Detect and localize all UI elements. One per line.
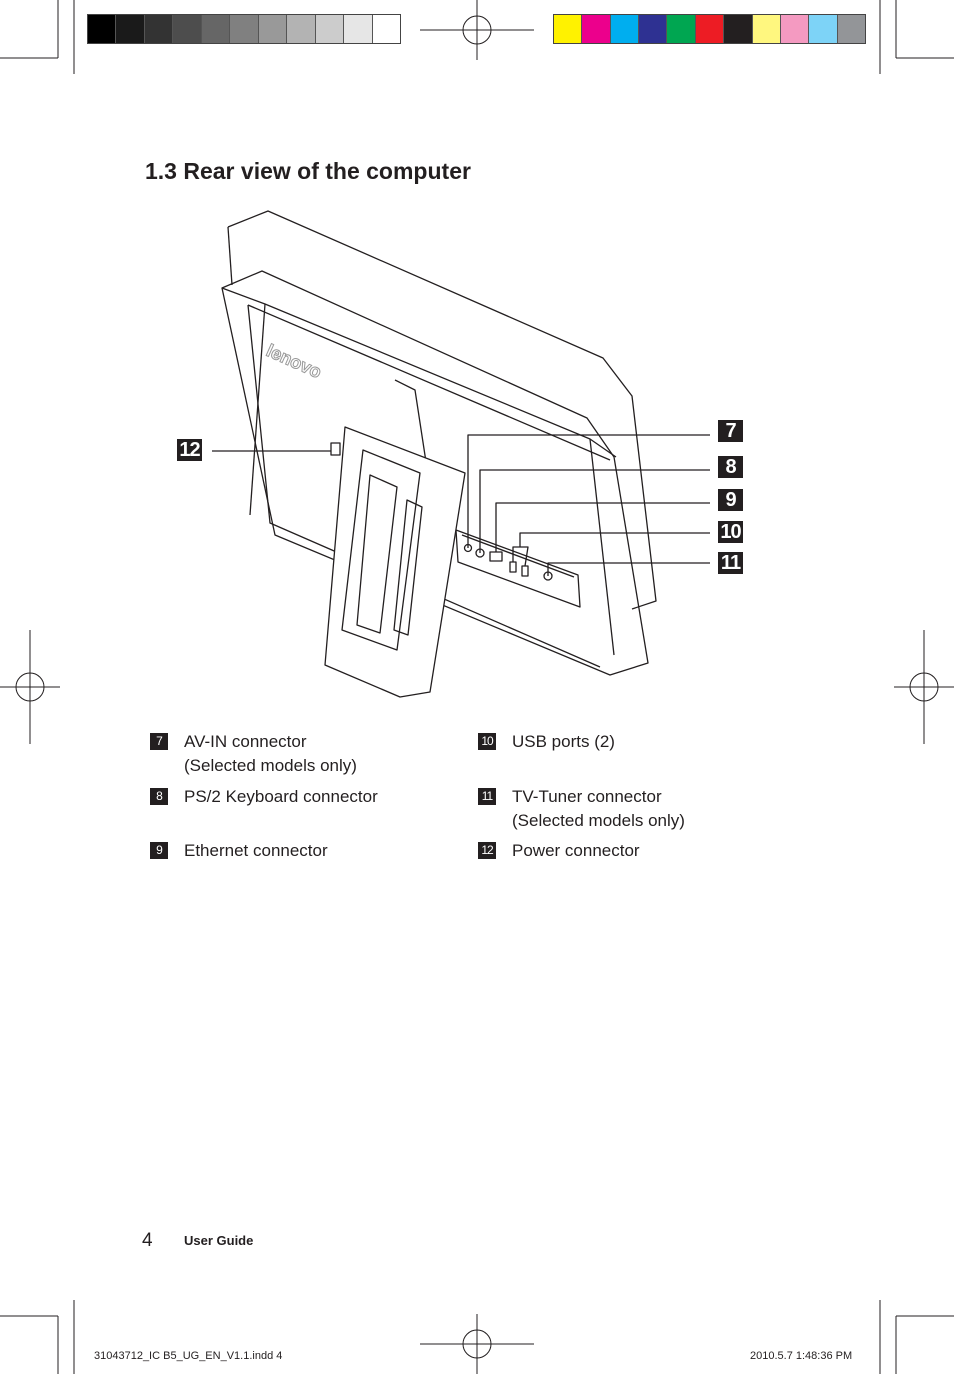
color-swatch — [639, 15, 668, 43]
color-swatch — [667, 15, 696, 43]
color-swatch — [88, 15, 117, 43]
legend-label: AV-IN connector(Selected models only) — [184, 732, 357, 775]
legend-item-usb: 10 USB ports (2) — [478, 730, 615, 754]
grayscale-color-bar — [87, 14, 401, 44]
color-swatch — [315, 15, 345, 43]
callout-8: 8 — [718, 456, 743, 478]
color-swatch — [582, 15, 611, 43]
color-swatch — [372, 15, 400, 43]
color-swatch — [344, 15, 373, 43]
legend-item-tv-tuner: 11 TV-Tuner connector(Selected models on… — [478, 785, 685, 833]
color-swatch — [287, 15, 316, 43]
legend-item-ethernet: 9 Ethernet connector — [150, 839, 328, 863]
legend-item-av-in: 7 AV-IN connector(Selected models only) — [150, 730, 357, 778]
color-swatch — [554, 15, 583, 43]
callout-9: 9 — [718, 489, 743, 511]
color-swatch — [809, 15, 838, 43]
color-swatch — [144, 15, 174, 43]
section-heading: 1.3 Rear view of the computer — [145, 158, 471, 184]
legend-badge: 8 — [150, 788, 168, 805]
legend-item-power: 12 Power connector — [478, 839, 640, 863]
legend-badge: 7 — [150, 733, 168, 750]
slug-filename: 31043712_IC B5_UG_EN_V1.1.indd 4 — [94, 1350, 283, 1362]
legend-label: TV-Tuner connector(Selected models only) — [512, 787, 685, 830]
legend-badge: 11 — [478, 788, 496, 805]
color-swatch — [230, 15, 259, 43]
legend-badge: 9 — [150, 842, 168, 859]
lenovo-logo: lenovo — [263, 340, 324, 382]
legend-item-ps2: 8 PS/2 Keyboard connector — [150, 785, 378, 809]
legend-label: PS/2 Keyboard connector — [184, 787, 378, 806]
color-swatch — [201, 15, 231, 43]
slug-timestamp: 2010.5.7 1:48:36 PM — [750, 1350, 853, 1362]
legend-label: Power connector — [512, 841, 640, 860]
color-swatch — [116, 15, 145, 43]
legend-label: USB ports (2) — [512, 732, 615, 751]
legend-label: Ethernet connector — [184, 841, 328, 860]
callout-12: 12 — [177, 439, 202, 461]
callout-10: 10 — [718, 521, 743, 543]
callout-7: 7 — [718, 420, 743, 442]
rear-view-illustration: lenovo — [212, 210, 710, 698]
color-swatch — [610, 15, 640, 43]
color-swatch — [837, 15, 865, 43]
color-swatch — [173, 15, 202, 43]
callout-11: 11 — [718, 552, 743, 574]
color-swatch — [752, 15, 781, 43]
connector-legend: 7 AV-IN connector(Selected models only) … — [150, 730, 770, 880]
legend-badge: 12 — [478, 842, 496, 859]
process-color-bar — [553, 14, 866, 44]
legend-badge: 10 — [478, 733, 496, 750]
color-swatch — [780, 15, 810, 43]
color-swatch — [258, 15, 288, 43]
running-head: User Guide — [184, 1233, 254, 1248]
color-swatch — [724, 15, 753, 43]
color-swatch — [695, 15, 725, 43]
page-number: 4 — [142, 1230, 153, 1251]
